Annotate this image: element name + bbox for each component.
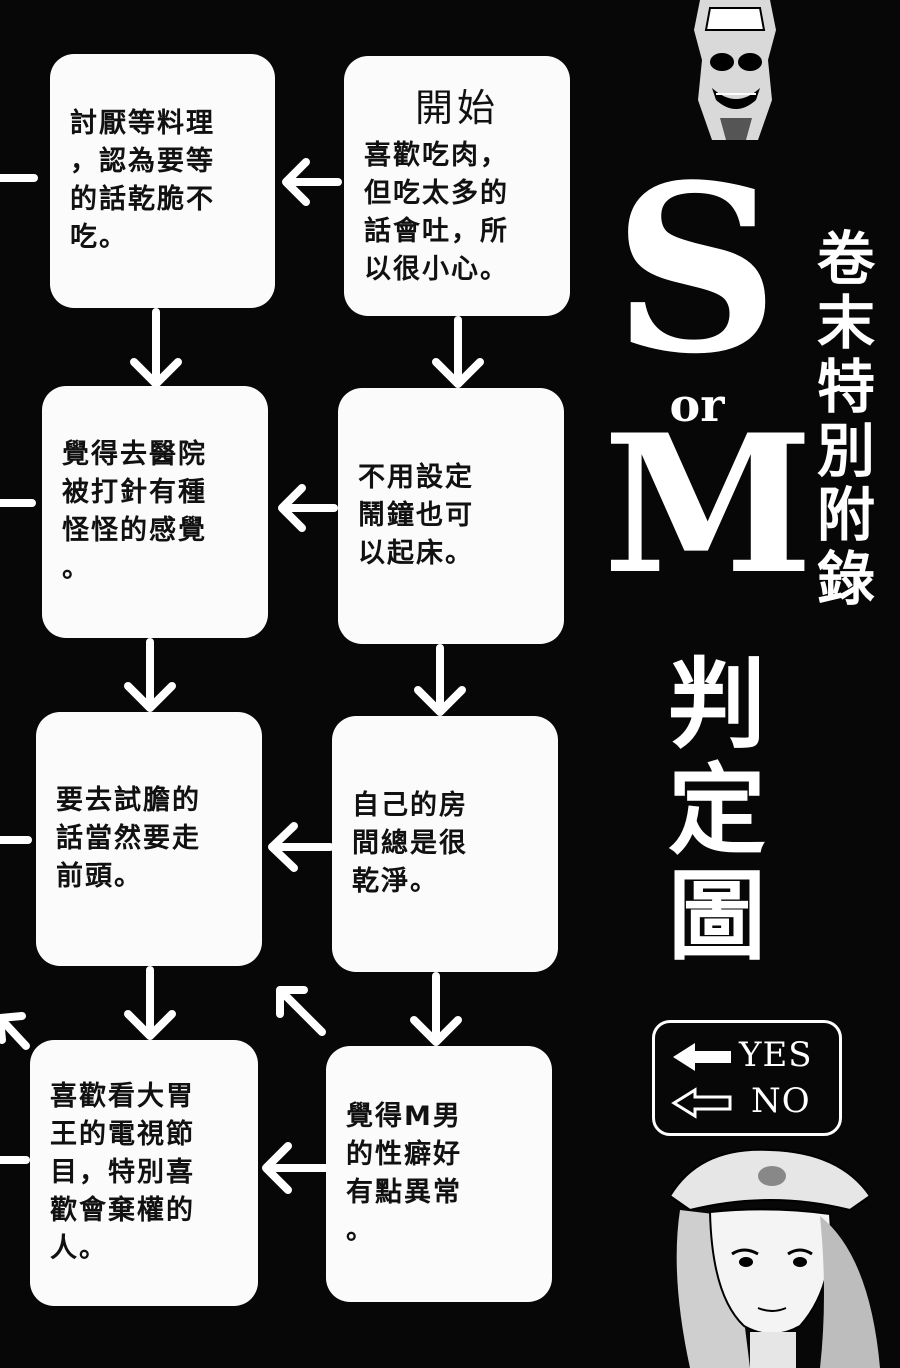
box-hate-waiting: 討厭等料理 ，認為要等 的話乾脆不 吃。 bbox=[50, 54, 275, 308]
legend-box: YES NO bbox=[652, 1020, 842, 1136]
title-letter-m: M bbox=[603, 393, 814, 616]
subtitle-vertical: 卷末特別附錄 bbox=[807, 228, 875, 612]
legend-yes-label: YES bbox=[739, 1035, 813, 1075]
title-letter-s: S bbox=[612, 135, 780, 405]
yes-arrow-icon bbox=[673, 1043, 731, 1071]
question-text: 自己的房 間總是很 乾淨。 bbox=[352, 790, 468, 897]
box-injection: 覺得去醫院 被打針有種 怪怪的感覺 。 bbox=[42, 386, 268, 638]
box-courage-test: 要去試膽的 話當然要走 前頭。 bbox=[36, 712, 262, 966]
start-heading: 開始 bbox=[414, 86, 499, 130]
woman-police-illustration bbox=[668, 1148, 880, 1368]
box-start-question: 開始 喜歡吃肉， 但吃太多的 話會吐，所 以很小心。 bbox=[344, 56, 570, 316]
box-no-alarm: 不用設定 鬧鐘也可 以起床。 bbox=[338, 388, 564, 644]
question-text: 喜歡看大胃 王的電視節 目，特別喜 歡會棄權的 人。 bbox=[50, 1081, 195, 1264]
question-text: 覺得M男 的性癖好 有點異常 。 bbox=[346, 1101, 462, 1246]
title-or: or bbox=[669, 378, 725, 432]
question-text: 喜歡吃肉， 但吃太多的 話會吐，所 以很小心。 bbox=[364, 140, 509, 285]
box-m-man: 覺得M男 的性癖好 有點異常 。 bbox=[326, 1046, 552, 1302]
question-text: 討厭等料理 ，認為要等 的話乾脆不 吃。 bbox=[70, 108, 215, 253]
box-eating-show: 喜歡看大胃 王的電視節 目，特別喜 歡會棄權的 人。 bbox=[30, 1040, 258, 1306]
legend-no-label: NO bbox=[751, 1081, 811, 1121]
no-arrow-icon bbox=[671, 1087, 732, 1119]
mask-figure-illustration bbox=[694, 0, 776, 140]
question-text: 不用設定 鬧鐘也可 以起床。 bbox=[358, 462, 474, 569]
question-text: 要去試膽的 話當然要走 前頭。 bbox=[56, 785, 201, 892]
question-text: 覺得去醫院 被打針有種 怪怪的感覺 。 bbox=[62, 439, 207, 584]
box-clean-room: 自己的房 間總是很 乾淨。 bbox=[332, 716, 558, 972]
chart-title-vertical: 判定圖 bbox=[651, 652, 765, 970]
